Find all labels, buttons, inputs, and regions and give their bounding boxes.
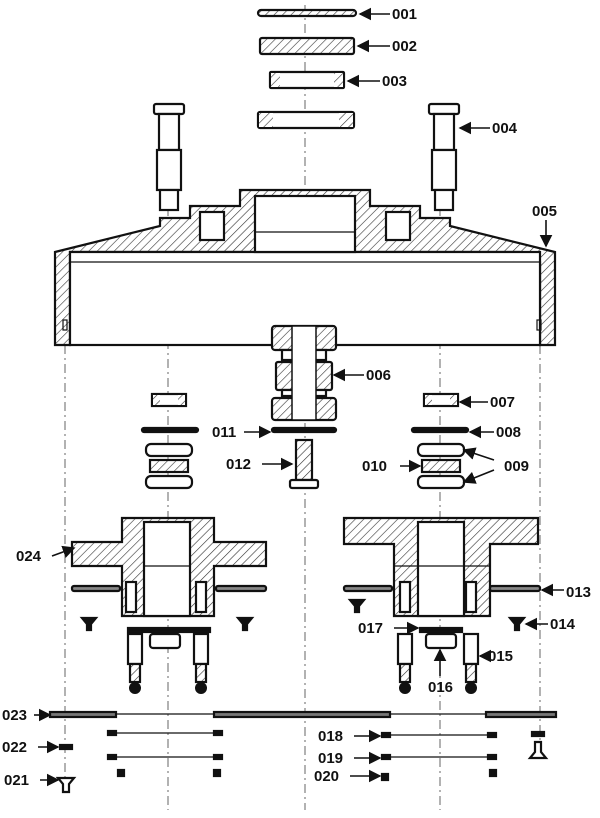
left-block xyxy=(70,516,268,650)
center-screw xyxy=(270,426,338,490)
callout-label: 016 xyxy=(428,679,453,696)
right-bushings xyxy=(410,392,470,490)
small-screws xyxy=(79,598,527,632)
callout-label: 009 xyxy=(504,458,529,475)
spindle xyxy=(270,324,338,422)
plungers xyxy=(126,632,480,694)
callout-label: 014 xyxy=(550,616,576,633)
callout-label: 012 xyxy=(226,456,251,473)
leader-arrows xyxy=(34,7,564,787)
callout-label: 023 xyxy=(2,707,27,724)
base-plate xyxy=(48,710,558,794)
callout-label: 010 xyxy=(362,458,387,475)
callout-label: 019 xyxy=(318,750,343,767)
callout-label: 004 xyxy=(492,120,518,137)
callout-label: 005 xyxy=(532,203,557,220)
callout-label: 017 xyxy=(358,620,383,637)
callout-label: 007 xyxy=(490,394,515,411)
right-block xyxy=(342,516,542,650)
callout-label: 008 xyxy=(496,424,521,441)
callout-labels: 001 002 003 004 005 006 007 008 009 010 … xyxy=(2,6,591,789)
callout-label: 002 xyxy=(392,38,417,55)
callout-label: 003 xyxy=(382,73,407,90)
left-bushings xyxy=(140,392,200,490)
callout-label: 013 xyxy=(566,584,591,601)
callout-label: 022 xyxy=(2,739,27,756)
callout-label: 020 xyxy=(314,768,339,785)
callout-label: 021 xyxy=(4,772,29,789)
pins xyxy=(152,102,461,212)
callout-label: 024 xyxy=(16,548,42,565)
callout-label: 001 xyxy=(392,6,417,23)
callout-label: 018 xyxy=(318,728,343,745)
main-housing xyxy=(53,188,557,347)
callout-label: 006 xyxy=(366,367,391,384)
callout-label: 011 xyxy=(212,424,236,441)
top-stack xyxy=(256,8,358,130)
callout-label: 015 xyxy=(488,648,513,665)
